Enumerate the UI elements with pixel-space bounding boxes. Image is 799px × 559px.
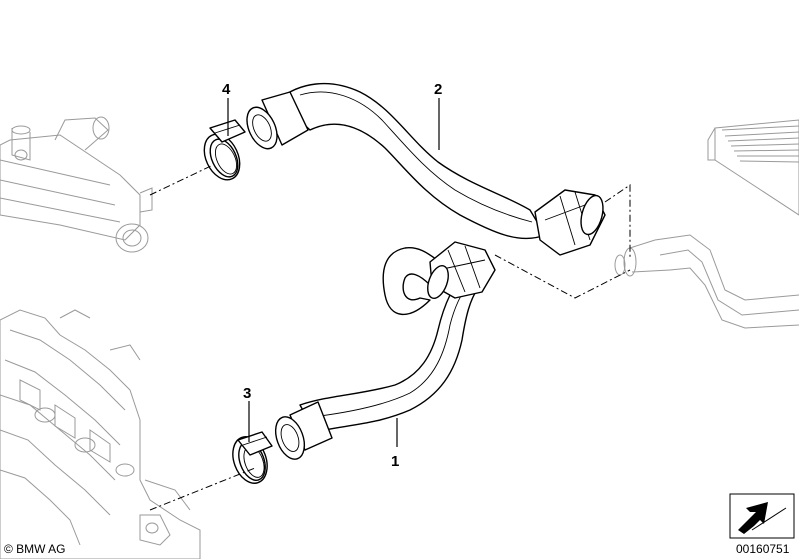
callout-part-2: 2 xyxy=(434,81,442,98)
assembly-dashed-lines xyxy=(149,164,631,511)
callout-part-4: 4 xyxy=(222,81,231,98)
egr-cooler-background xyxy=(0,116,153,253)
callout-leaders xyxy=(227,98,440,447)
heater-core-background xyxy=(614,119,799,329)
hose-clamp-part-4 xyxy=(203,119,246,181)
coolant-hose-part-1 xyxy=(274,241,496,460)
engine-block-background xyxy=(0,309,201,559)
document-number: 00160751 xyxy=(736,542,790,556)
callout-part-1: 1 xyxy=(391,453,399,470)
callout-part-3: 3 xyxy=(243,385,251,402)
copyright-notice: © BMW AG xyxy=(4,542,66,556)
coolant-hose-part-2 xyxy=(246,82,606,256)
diagonal-arrow-icon xyxy=(729,493,795,539)
hose-clamp-part-3 xyxy=(232,431,273,484)
